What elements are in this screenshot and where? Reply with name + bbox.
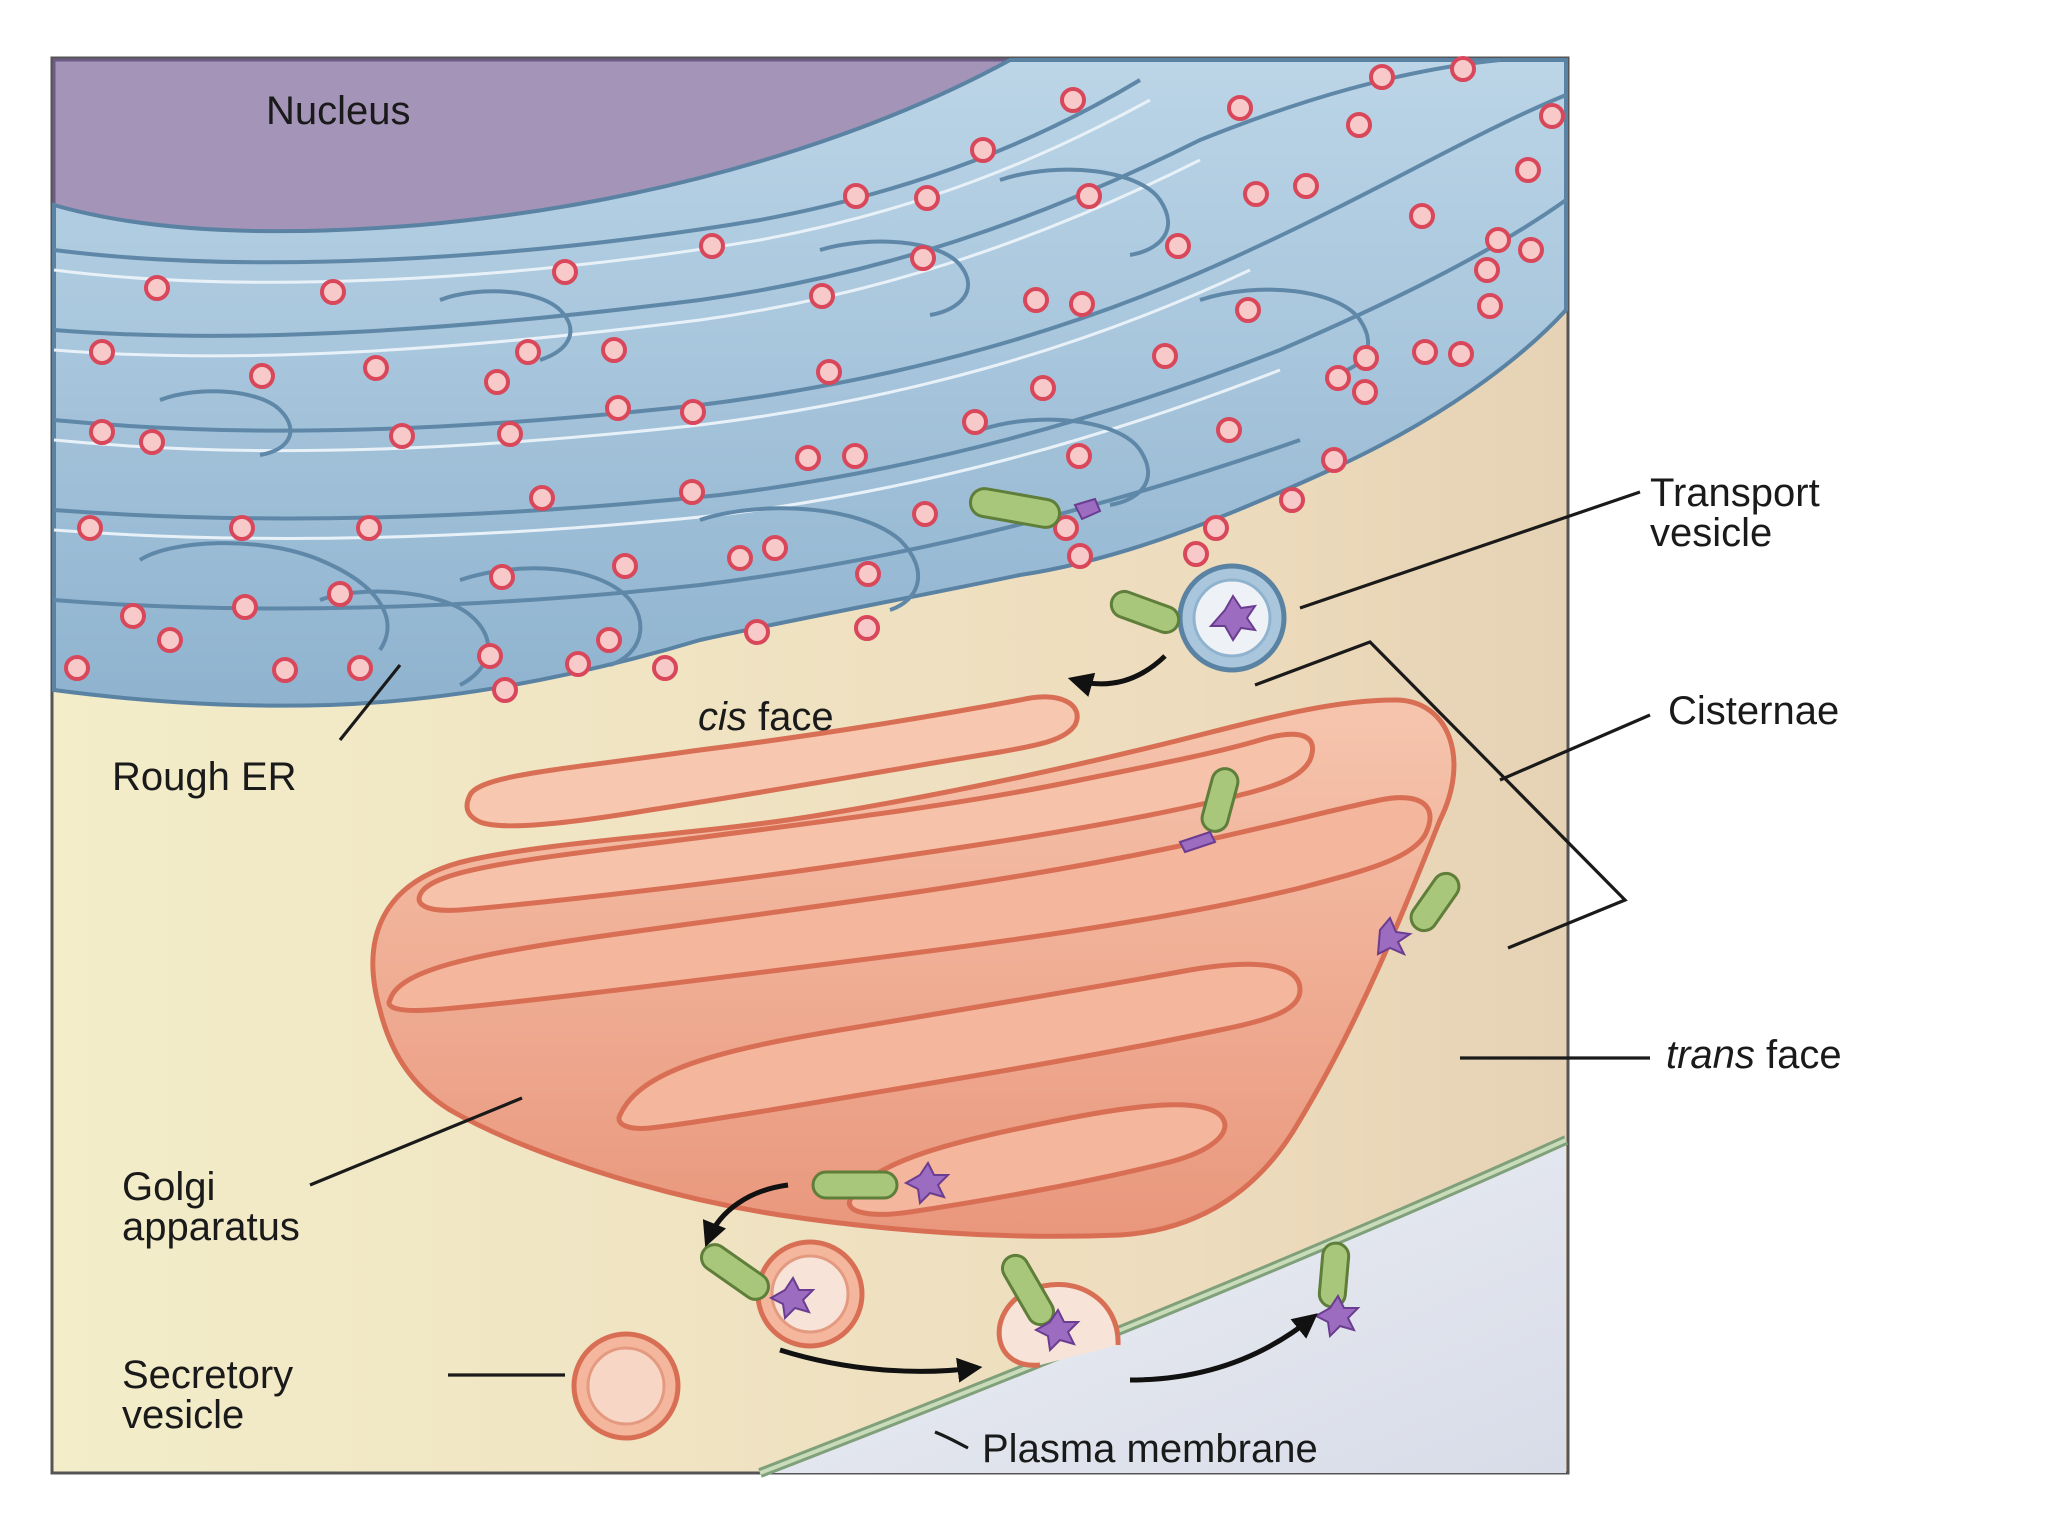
er-cisternae [53, 58, 1568, 687]
flow-arrows [702, 654, 1318, 1383]
label-transport-vesicle-1: Transport [1650, 471, 1820, 515]
leader-lines [309, 490, 1651, 1450]
secretory-vesicle [571, 1331, 681, 1441]
label-nucleus: Nucleus [266, 89, 411, 133]
cisterna-3 [386, 795, 1433, 1013]
label-trans-face: trans face [1666, 1033, 1842, 1077]
golgi-apparatus [370, 694, 1457, 1239]
label-cisternae: Cisternae [1668, 689, 1839, 733]
cisterna-2 [416, 731, 1315, 913]
cargo-proteins [700, 487, 1461, 1353]
extracellular-region [760, 1140, 1566, 1473]
label-cis-face: cis face [698, 695, 834, 739]
label-golgi-1: Golgi [122, 1165, 215, 1209]
label-plasma-membrane: Plasma membrane [982, 1427, 1318, 1471]
rough-er [52, 58, 1568, 708]
cisterna-4 [616, 961, 1303, 1131]
cisterna-5 [846, 1102, 1228, 1217]
label-golgi-2: apparatus [122, 1205, 300, 1249]
label-transport-vesicle-2: vesicle [1650, 511, 1772, 555]
ribosomes [64, 56, 1565, 703]
label-rough-er: Rough ER [112, 755, 297, 799]
cisterna-1 [464, 694, 1080, 829]
label-secretory-vesicle-2: vesicle [122, 1393, 244, 1437]
label-secretory-vesicle-1: Secretory [122, 1353, 293, 1397]
